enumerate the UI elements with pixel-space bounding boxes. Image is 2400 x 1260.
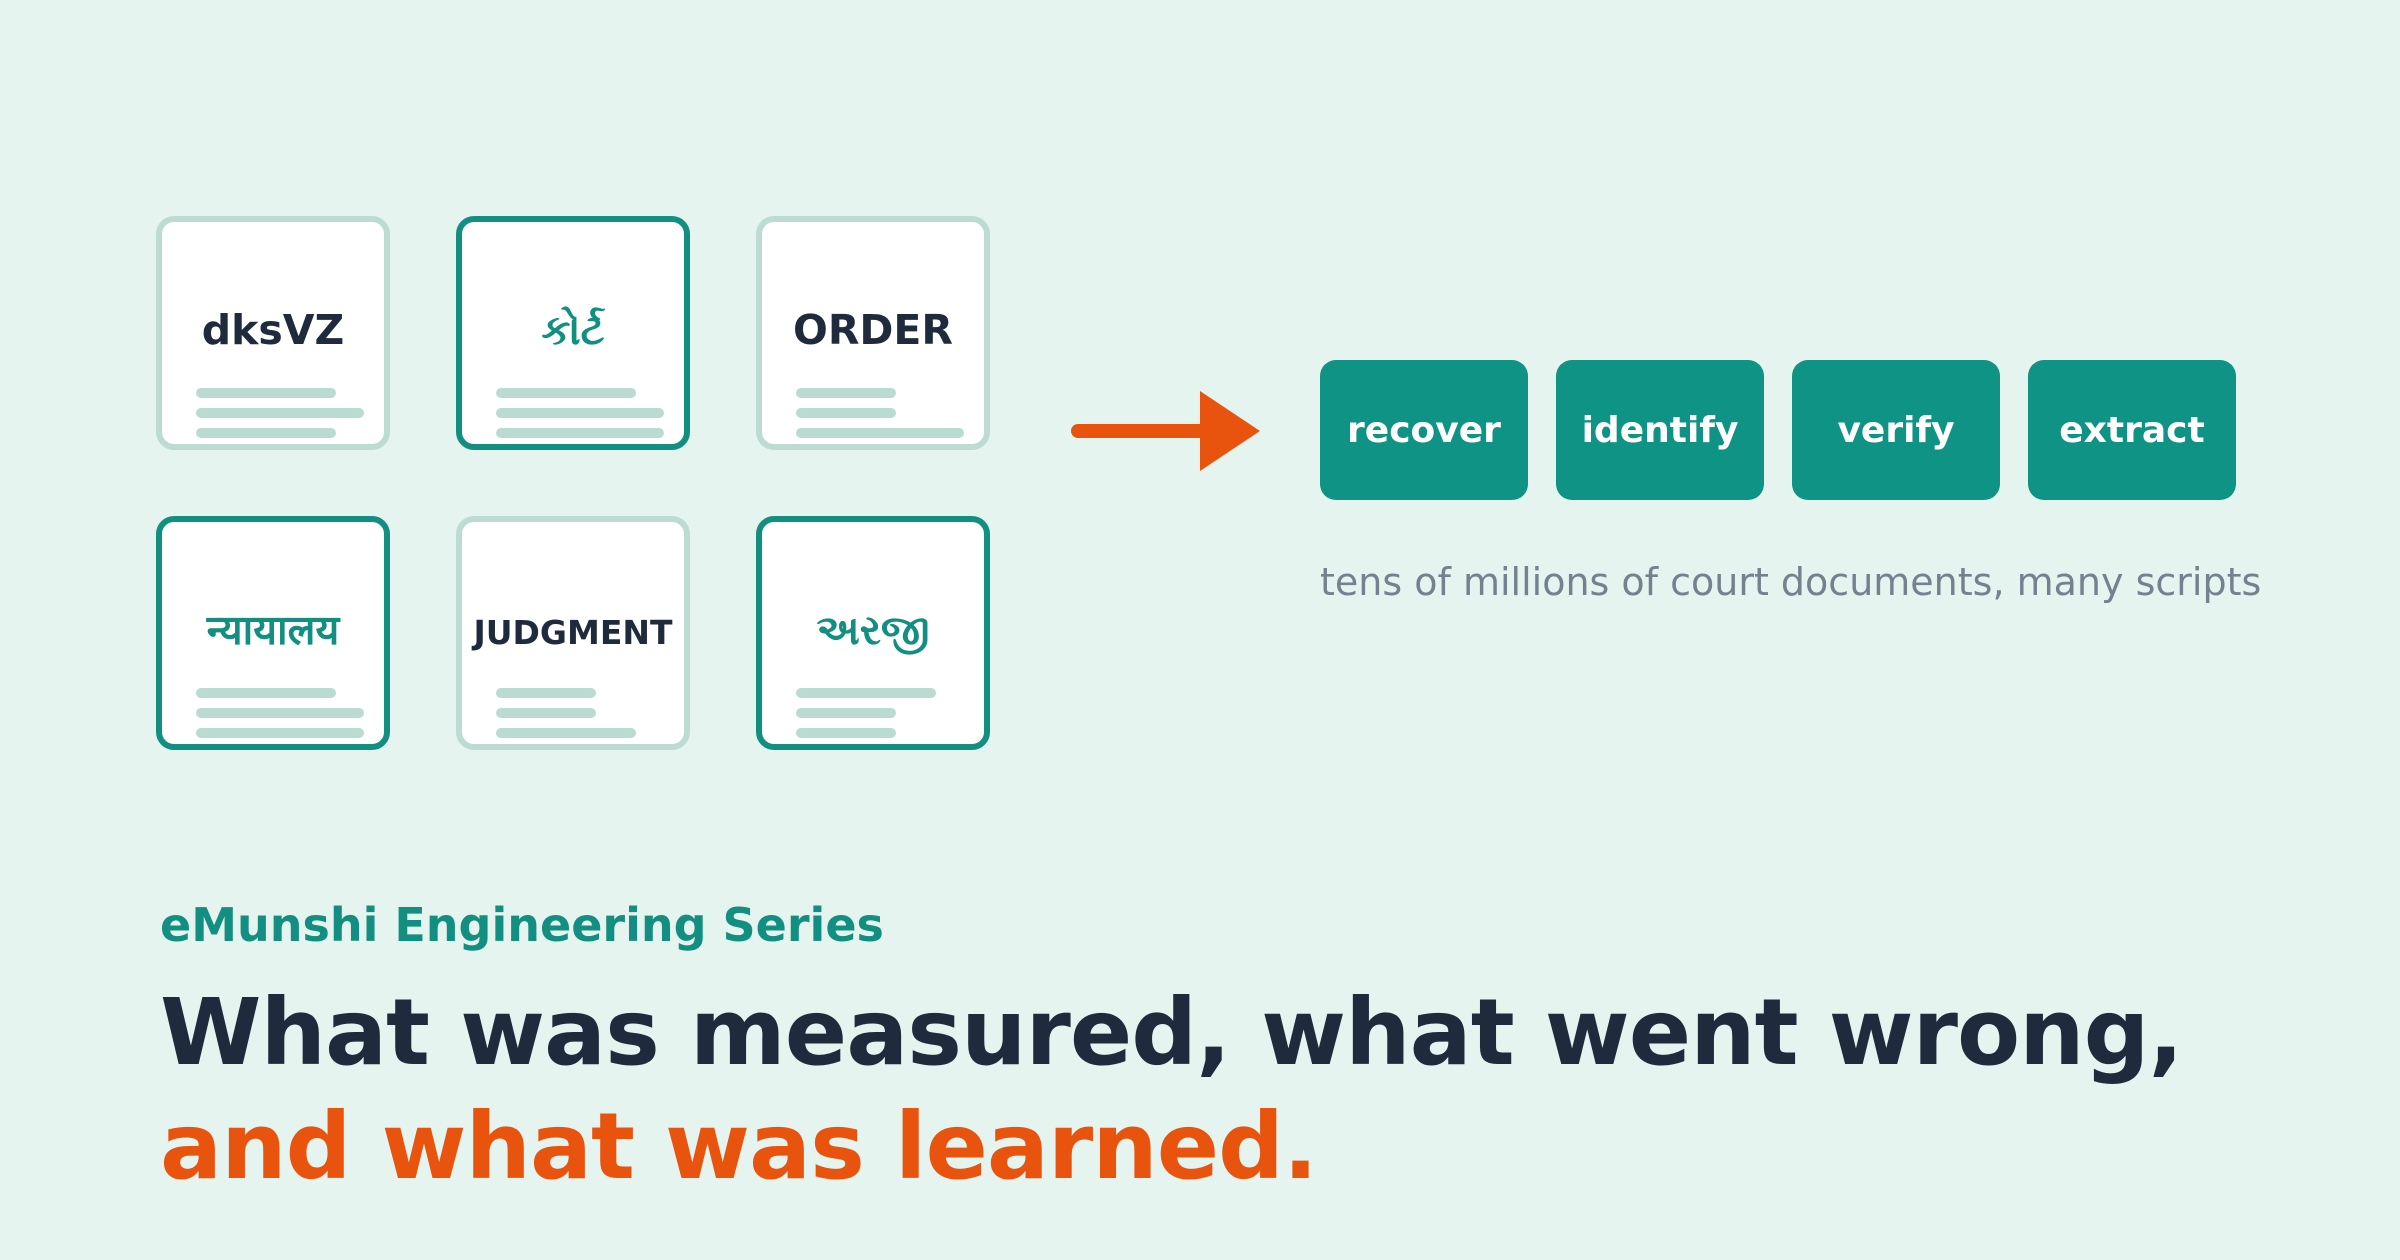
headline-line-1: What was measured, what went wrong, [160,979,2183,1086]
document-card-6: અરજી [756,516,990,750]
step-verify: verify [1792,360,2000,500]
document-text-line [496,708,596,718]
document-card-5: JUDGMENT [456,516,690,750]
document-text-line [496,688,596,698]
document-text-line [196,388,336,398]
step-identify: identify [1556,360,1764,500]
document-card-1: dksVZ [156,216,390,450]
pipeline-steps: recover identify verify extract [1320,360,2240,500]
document-text-line [496,388,636,398]
document-card-3: ORDER [756,216,990,450]
document-text-line [796,388,896,398]
step-recover: recover [1320,360,1528,500]
document-title: કોર્ટ [541,306,605,354]
document-text-line [196,428,336,438]
document-title: JUDGMENT [473,613,673,652]
document-card-4: न्यायालय [156,516,390,750]
document-text-line [196,408,364,418]
document-title: dksVZ [201,306,345,354]
headline-line-2: and what was learned. [160,1093,1318,1200]
document-text-line [796,728,896,738]
document-text-line [496,408,664,418]
document-card-2: કોર્ટ [456,216,690,450]
document-text-line [196,728,364,738]
arrow-right-icon [1071,391,1260,471]
series-label: eMunshi Engineering Series [160,898,884,952]
pipeline-caption: tens of millions of court documents, man… [1320,560,2262,604]
document-text-line [196,688,336,698]
document-title: ORDER [792,306,954,354]
document-text-line [796,428,964,438]
step-extract: extract [2028,360,2236,500]
document-title: न्यायालय [206,606,340,654]
document-grid: dksVZ કોર્ટ ORDER न्यायालय JUDGMENT અરજી [0,0,1100,800]
document-text-line [796,688,936,698]
headline: What was measured, what went wrong, and … [160,976,2360,1204]
document-text-line [496,428,664,438]
document-text-line [196,708,364,718]
document-text-line [796,708,896,718]
document-text-line [796,408,896,418]
document-text-line [496,728,636,738]
document-title: અરજી [816,606,930,654]
